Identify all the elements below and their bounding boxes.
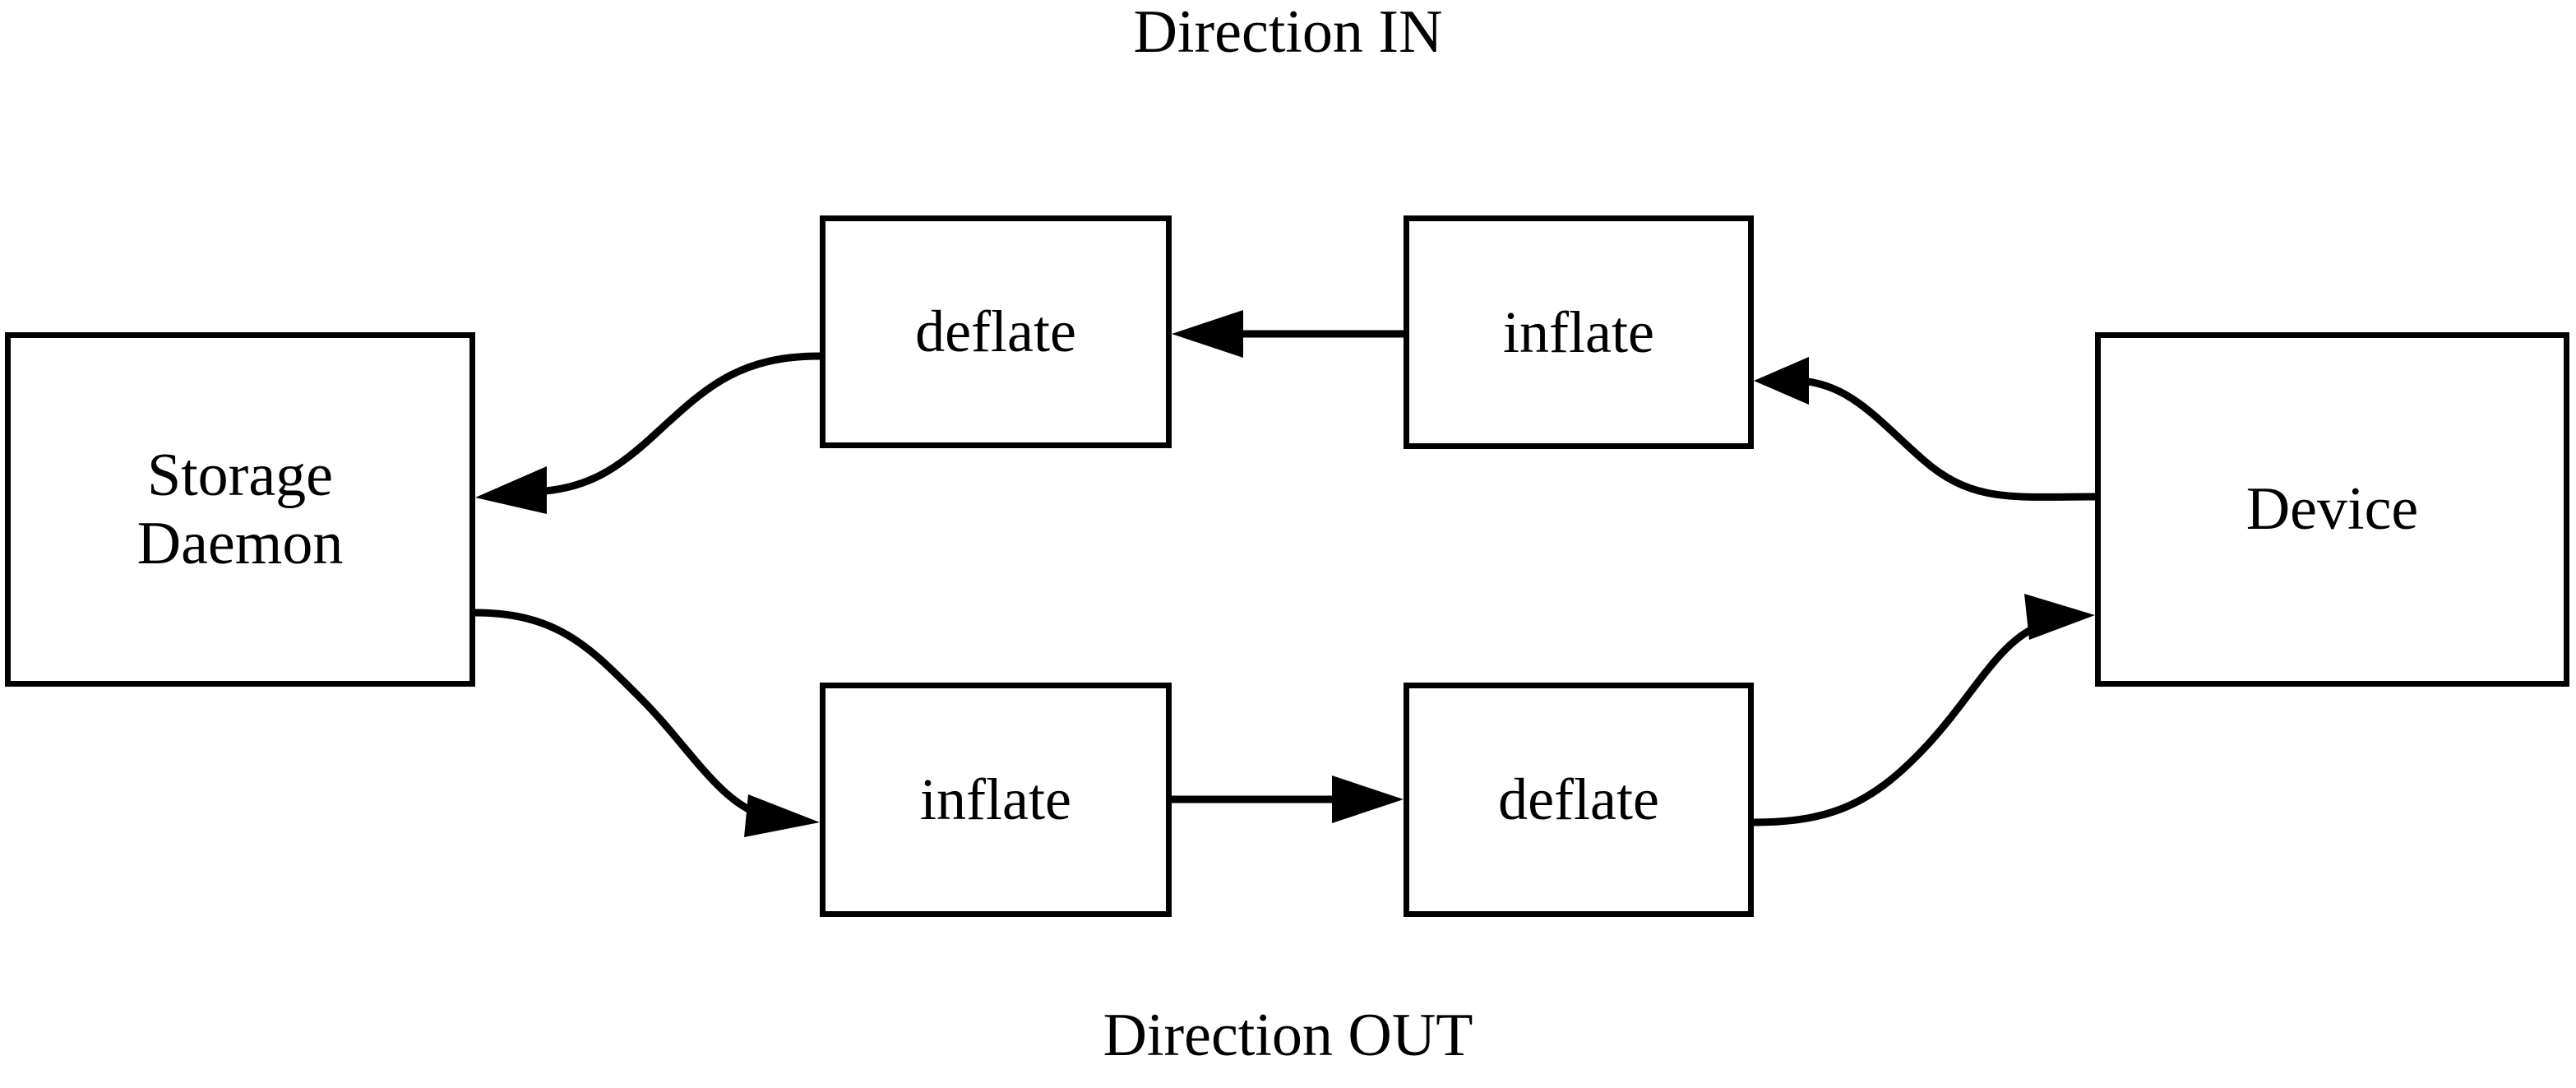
node-deflate-out[interactable]: deflate — [1404, 683, 1754, 917]
node-device[interactable]: Device — [2095, 332, 2569, 687]
edge-deflate-in-to-storage-daemon — [475, 352, 821, 514]
edge-device-to-inflate-in — [1754, 357, 2096, 501]
edge-inflate-in-to-deflate-in — [1172, 310, 1404, 358]
inflate-in-label: inflate — [1503, 299, 1654, 365]
storage-daemon-label-line1: Storage — [146, 441, 334, 509]
direction-in-label: Direction IN — [1133, 0, 1443, 66]
node-inflate-out[interactable]: inflate — [820, 683, 1172, 917]
device-label: Device — [2245, 475, 2419, 544]
edge-inflate-out-to-deflate-out — [1172, 775, 1404, 823]
deflate-in-label: deflate — [915, 299, 1076, 365]
edge-storage-daemon-to-inflate-out — [474, 609, 820, 837]
node-inflate-in[interactable]: inflate — [1404, 215, 1754, 449]
inflate-out-label: inflate — [920, 766, 1071, 833]
deflate-out-label: deflate — [1498, 766, 1659, 833]
edge-deflate-out-to-device — [1753, 594, 2095, 826]
direction-out-label: Direction OUT — [1103, 1002, 1473, 1069]
node-storage-daemon[interactable]: Storage Daemon — [5, 332, 475, 687]
node-deflate-in[interactable]: deflate — [820, 215, 1172, 448]
storage-daemon-label-line2: Daemon — [136, 509, 344, 577]
